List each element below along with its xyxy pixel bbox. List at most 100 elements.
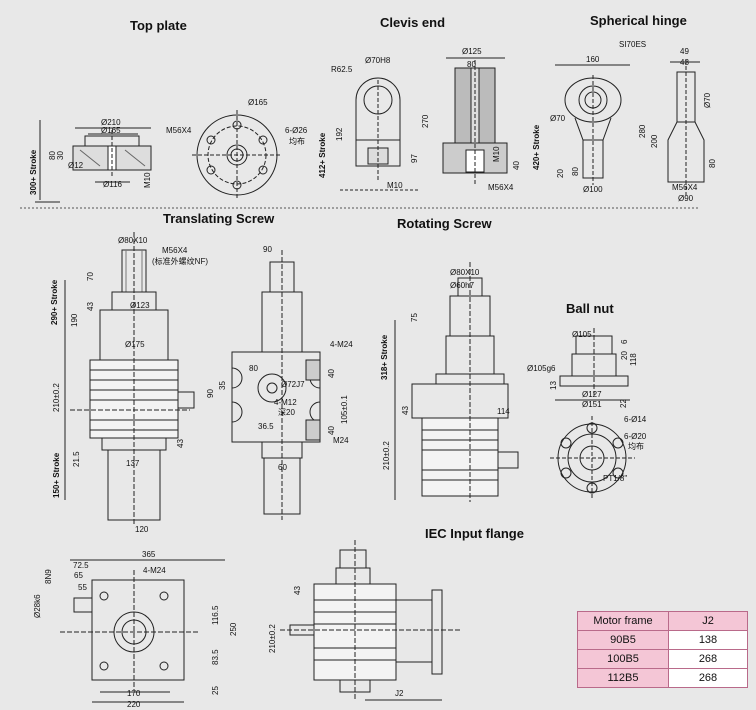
dim-label: SI70ES [619,40,647,49]
dim-label: (标准外螺纹NF) [152,257,208,266]
dim-label: Ø80X10 [450,268,480,277]
dim-label: 6-Ø26 [285,126,308,135]
table-row: 100B5 268 [577,649,748,669]
dim-label: 43 [176,439,185,448]
dim-label: Ø12 [68,161,84,170]
dim-label: 4-M12 [274,398,297,407]
title-clevis-end: Clevis end [380,15,446,30]
clevis-end-side-view [442,57,508,185]
dim-label: Ø105 [572,330,592,339]
dim-label: Ø165 [248,98,268,107]
table-header-row: Motor frame J2 [577,611,748,631]
dim-label: M56X4 [162,246,188,255]
dim-label: 160 [586,55,600,64]
table-cell: 138 [668,630,748,650]
dim-label: 80 [571,167,580,176]
iec-flange-side-view [280,540,460,701]
dim-label: 8N9 [44,569,53,584]
dim-label: Ø123 [130,301,150,310]
stroke-label: 318+ Stroke [380,334,389,380]
dim-label: 深20 [278,408,295,417]
dim-label: 25 [211,686,220,695]
rotating-screw-view [394,262,519,502]
motor-frame-table: Motor frame J2 90B5 138 100B5 268 112B5 … [577,611,748,688]
dim-label: 210±0.2 [268,624,277,653]
title-rotating-screw: Rotating Screw [397,216,492,231]
dim-label: 40 [512,161,521,170]
dim-label: 114 [497,407,510,416]
dim-label: 均布 [628,442,644,451]
dim-label: 270 [421,114,430,128]
dim-label: 80 [708,159,717,168]
dim-label: 22 [619,399,628,408]
dim-label: Ø70H8 [365,56,391,65]
dim-label: 365 [142,550,156,559]
ball-nut-side-view [555,328,630,401]
dim-label: Ø60h7 [450,281,475,290]
dim-label: 36.5 [258,422,274,431]
dim-label: Ø116 [103,180,122,189]
dim-label: 40 [327,426,336,435]
stroke-label: 290+ Stroke [50,279,59,325]
dim-label: 192 [335,127,344,141]
dim-label: 97 [410,154,419,163]
dim-label: M56X4 [672,183,698,192]
dim-label: 60 [278,463,287,472]
dim-label: 49 [680,47,689,56]
dim-label: 均布 [289,137,305,146]
dim-label: 200 [650,134,659,148]
translating-screw-front-view [64,232,195,525]
dim-label: M24 [333,436,349,445]
dim-label: 70 [86,272,95,281]
dim-label: M10 [492,146,501,162]
dim-label: 4-M24 [330,340,353,349]
dim-label: 20 [620,351,629,360]
stroke-label: 150+ Stroke [52,452,61,498]
clevis-end-front-view [340,77,420,191]
dim-label: Ø125 [462,47,482,56]
dim-label: Ø175 [125,340,145,349]
dim-label: 137 [126,459,140,468]
iec-flange-plan-view [60,559,225,703]
dim-label: 210±0.2 [52,383,61,412]
dim-label: 43 [86,302,95,311]
dim-label: 190 [70,313,79,327]
table-cell: 100B5 [577,649,669,669]
dim-label: Ø72J7 [281,380,305,389]
dim-label: Ø70 [703,92,712,108]
title-ball-nut: Ball nut [566,301,614,316]
dim-label: 30 [56,151,65,160]
title-spherical-hinge: Spherical hinge [590,13,687,28]
dim-label: 6 [620,339,629,344]
title-translating-screw: Translating Screw [163,211,275,226]
dim-label: Ø210 [101,118,121,127]
dim-label: J2 [395,689,404,698]
dim-label: 83.5 [211,649,220,665]
dim-label: 220 [127,700,141,709]
dim-label: M10 [387,181,403,190]
spherical-hinge-side-view [667,60,705,195]
dim-label: 80 [48,151,57,160]
dim-label: Ø80X10 [118,236,148,245]
dim-label: 90 [263,245,272,254]
dim-label: 105±0.1 [340,395,349,424]
dim-label: Ø28k6 [33,594,42,618]
dim-label: 55 [78,583,87,592]
table-row: 112B5 268 [577,668,748,688]
dim-label: 250 [229,622,238,636]
dim-label: 75 [410,313,419,322]
dim-label: 43 [401,406,410,415]
title-top-plate: Top plate [130,18,187,33]
dim-label: Ø151 [582,400,602,409]
dim-label: Ø165 [101,126,121,135]
table-row: 90B5 138 [577,630,748,650]
dim-label: M56X4 [166,126,192,135]
dim-label: 72.5 [73,561,89,570]
dim-label: 43 [293,586,302,595]
dim-label: 118 [629,353,638,366]
dim-label: 280 [638,124,647,138]
dim-label: 80 [467,60,476,69]
dim-label: M10 [143,172,152,188]
